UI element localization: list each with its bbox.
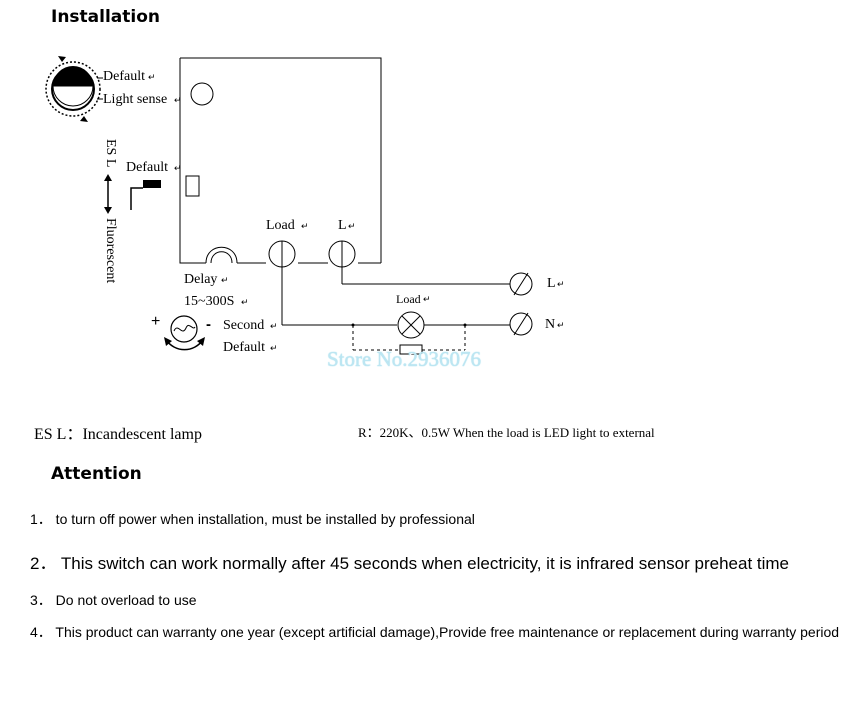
dial-light-label: Light sense [103,92,168,107]
attention-item-2: 2． This switch can work normally after 4… [30,554,790,573]
switch-default-label: Default [126,160,168,175]
es-l-legend: ES L：Incandescent lamp [34,426,202,443]
resistor-icon [399,344,423,355]
load-terminal-label: Load [266,218,295,233]
es-l-vertical-label: ES L [103,139,118,168]
attention-item-1: 1． to turn off power when installation, … [30,511,475,527]
wiring-diagram [45,56,533,355]
fluorescent-vertical-label: Fluorescent [103,218,118,284]
delay-range-label: 15~300S [184,294,235,309]
line-l-label: L [547,276,556,291]
l-line-terminal-icon [509,272,533,296]
delay-knob-icon [164,315,205,351]
pot-minus-label: - [206,316,211,333]
n-line-terminal-icon [509,312,533,336]
pot-default-label: Default [223,340,265,355]
attention-item-4: 4． This product can warranty one year (e… [30,624,840,640]
pot-second-label: Second [223,318,265,333]
load-lamp-label: Load [396,292,421,306]
switch-window [185,175,200,197]
mode-switch-icon [130,180,161,210]
attention-item-3: 3． Do not overload to use [30,592,197,608]
delay-pot-icon [205,246,238,264]
dial-default-label: Default [103,69,145,84]
resistor-legend: R：220K、0.5W When the load is LED light t… [358,425,655,440]
module-outline [180,57,382,263]
delay-label: Delay [184,272,218,287]
line-n-label: N [545,317,556,332]
l-terminal-label: L [338,218,347,233]
store-watermark: Store No.2936076 [327,347,481,371]
installation-heading: Installation [51,7,161,27]
pot-plus-label: + [151,313,161,330]
light-dial-icon [45,56,101,122]
attention-heading: Attention [51,464,142,484]
light-sensor-icon [190,82,214,106]
